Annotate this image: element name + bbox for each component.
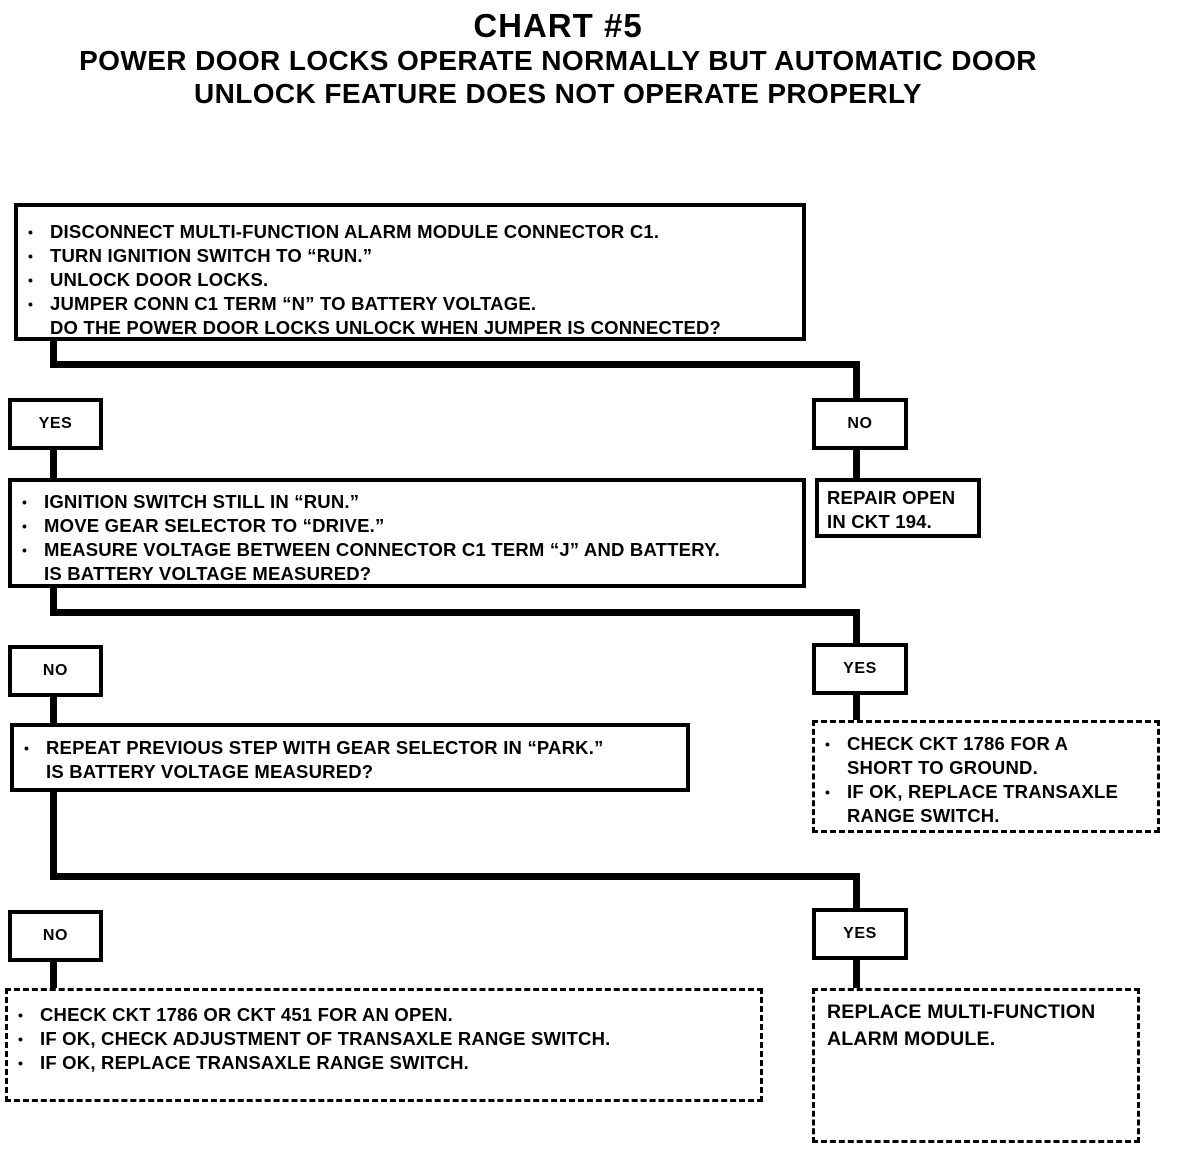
- bullet-icon: •: [24, 740, 30, 756]
- step1-question: DO THE POWER DOOR LOCKS UNLOCK WHEN JUMP…: [50, 317, 722, 338]
- bullet-icon: •: [825, 736, 831, 752]
- chart-number: CHART #5: [473, 7, 643, 44]
- step1-line: JUMPER CONN C1 TERM “N” TO BATTERY VOLTA…: [50, 293, 537, 314]
- branch2-no-box: NO: [8, 645, 103, 697]
- connector-line: [50, 790, 57, 878]
- connector-line: [50, 960, 57, 990]
- connector-line: [853, 448, 860, 480]
- bullet-icon: •: [22, 494, 28, 510]
- page-title-line2: UNLOCK FEATURE DOES NOT OPERATE PROPERLY: [194, 78, 922, 109]
- repair-open-line: REPAIR OPEN: [827, 487, 956, 508]
- check-short-line: CHECK CKT 1786 FOR A: [847, 733, 1069, 754]
- connector-line: [853, 609, 860, 648]
- bullet-icon: •: [18, 1031, 24, 1047]
- flow-box-step3: • REPEAT PREVIOUS STEP WITH GEAR SELECTOR…: [10, 723, 690, 792]
- branch3-yes-box: YES: [812, 908, 908, 960]
- branch1-no-label: NO: [847, 415, 873, 432]
- connector-line: [853, 958, 860, 990]
- connector-line: [853, 361, 860, 402]
- flow-box-check-short: • CHECK CKT 1786 FOR A SHORT TO GROUND. •…: [812, 720, 1160, 833]
- connector-line: [50, 586, 57, 614]
- branch3-yes-label: YES: [843, 925, 877, 942]
- bullet-icon: •: [18, 1007, 24, 1023]
- flow-box-check-open: •CHECK CKT 1786 OR CKT 451 FOR AN OPEN. …: [5, 988, 763, 1102]
- branch2-yes-box: YES: [812, 643, 908, 695]
- bullet-icon: •: [28, 272, 34, 288]
- step2-question: IS BATTERY VOLTAGE MEASURED?: [44, 563, 372, 584]
- connector-line: [853, 873, 860, 913]
- page-title-line1: POWER DOOR LOCKS OPERATE NORMALLY BUT AU…: [79, 45, 1037, 76]
- replace-module-line: REPLACE MULTI-FUNCTION: [827, 1001, 1096, 1023]
- check-open-line: IF OK, REPLACE TRANSAXLE RANGE SWITCH.: [40, 1052, 469, 1073]
- bullet-icon: •: [28, 248, 34, 264]
- step1-line: TURN IGNITION SWITCH TO “RUN.”: [50, 245, 373, 266]
- check-short-line: IF OK, REPLACE TRANSAXLE: [847, 781, 1119, 802]
- branch2-yes-label: YES: [843, 660, 877, 677]
- flow-box-step1: • DISCONNECT MULTI-FUNCTION ALARM MODULE …: [14, 203, 806, 341]
- repair-open-line: IN CKT 194.: [827, 511, 933, 532]
- branch2-no-label: NO: [42, 662, 69, 679]
- title-block: CHART #5 POWER DOOR LOCKS OPERATE NORMAL…: [0, 8, 1116, 110]
- step1-line: DISCONNECT MULTI-FUNCTION ALARM MODULE C…: [50, 221, 660, 242]
- branch3-no-box: NO: [8, 910, 103, 962]
- connector-line: [50, 339, 57, 368]
- bullet-icon: •: [28, 296, 34, 312]
- flow-box-repair-open: REPAIR OPEN IN CKT 194.: [815, 478, 981, 538]
- connector-line: [50, 361, 860, 368]
- check-open-line: IF OK, CHECK ADJUSTMENT OF TRANSAXLE RAN…: [40, 1028, 611, 1049]
- branch1-yes-box: YES: [8, 398, 103, 450]
- connector-line: [853, 693, 860, 722]
- step2-line: MOVE GEAR SELECTOR TO “DRIVE.”: [44, 515, 385, 536]
- step1-line: UNLOCK DOOR LOCKS.: [50, 269, 269, 290]
- step3-line: REPEAT PREVIOUS STEP WITH GEAR SELECTOR …: [46, 737, 604, 758]
- branch1-yes-label: YES: [38, 415, 73, 432]
- bullet-icon: •: [28, 224, 34, 240]
- bullet-icon: •: [825, 784, 831, 800]
- check-short-line: SHORT TO GROUND.: [847, 757, 1038, 778]
- step3-question: IS BATTERY VOLTAGE MEASURED?: [46, 761, 374, 782]
- bullet-icon: •: [22, 542, 28, 558]
- step2-line: IGNITION SWITCH STILL IN “RUN.”: [44, 491, 360, 512]
- connector-line: [50, 609, 860, 616]
- bullet-icon: •: [18, 1055, 24, 1071]
- branch1-no-box: NO: [812, 398, 908, 450]
- flow-box-replace-module: REPLACE MULTI-FUNCTION ALARM MODULE.: [812, 988, 1140, 1143]
- check-open-line: CHECK CKT 1786 OR CKT 451 FOR AN OPEN.: [40, 1004, 453, 1025]
- check-short-line: RANGE SWITCH.: [847, 805, 1000, 826]
- connector-line: [50, 448, 57, 480]
- branch3-no-label: NO: [42, 927, 69, 944]
- connector-line: [50, 695, 57, 725]
- bullet-icon: •: [22, 518, 28, 534]
- connector-line: [50, 873, 860, 880]
- step2-line: MEASURE VOLTAGE BETWEEN CONNECTOR C1 TER…: [44, 539, 720, 560]
- flow-box-step2: • IGNITION SWITCH STILL IN “RUN.” • MOVE G…: [8, 478, 806, 588]
- replace-module-line: ALARM MODULE.: [827, 1028, 996, 1050]
